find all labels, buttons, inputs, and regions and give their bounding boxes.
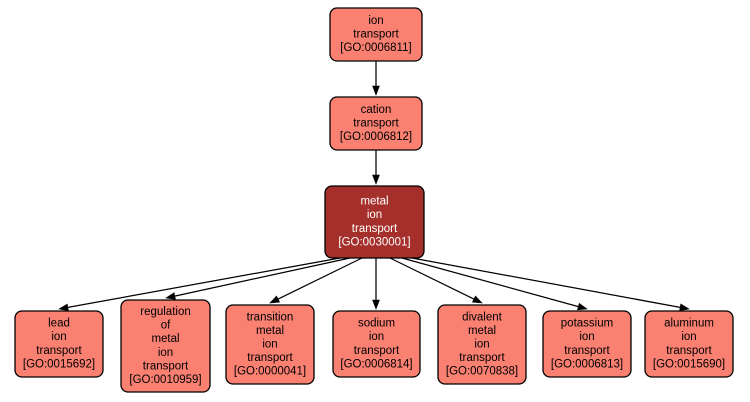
node-label-line: transport [143, 360, 189, 372]
edge-GO0030001-to-GO0006814 [372, 258, 380, 310]
arrowhead-icon [679, 303, 690, 312]
edge-layer [58, 61, 690, 312]
go-node-ion-transport[interactable]: ion transport[GO:0006811] [329, 7, 423, 62]
node-box[interactable] [329, 96, 423, 151]
node-label-line: divalent [462, 311, 502, 323]
node-label-line: ion [474, 339, 489, 351]
node-label-line: ion [681, 331, 696, 343]
node-go-id: [GO:0015692] [23, 358, 95, 370]
node-label-line: metal [151, 333, 179, 345]
arrowhead-icon [372, 174, 380, 185]
node-label-line: regulation [140, 306, 191, 318]
arrowhead-icon [577, 302, 588, 311]
node-label-line: ion [579, 331, 594, 343]
node-label-line: transport [353, 118, 399, 130]
node-go-id: [GO:0010959] [129, 374, 201, 386]
node-label-line: transport [354, 345, 400, 357]
node-label-line: ion [369, 331, 384, 343]
node-label-line: transport [36, 345, 82, 357]
node-label-line: lead [48, 318, 70, 330]
node-label-line: transition [247, 311, 294, 323]
edge-GO0030001-to-GO0070838 [389, 257, 483, 304]
node-label-line: metal [468, 325, 496, 337]
node-go-id: [GO:0030001] [338, 236, 410, 248]
edge-GO0030001-to-GO0006813 [401, 257, 588, 311]
node-label-line: transport [247, 352, 293, 364]
node-label-line: aluminum [664, 318, 714, 330]
edge-GO0030001-to-GO0000041 [269, 257, 363, 304]
node-go-id: [GO:0006811] [340, 42, 411, 54]
node-label-line: cation [361, 104, 392, 116]
node-label-line: ion [51, 331, 66, 343]
node-label-line: ion [262, 339, 277, 351]
arrowhead-icon [269, 295, 281, 304]
node-label-line: sodium [358, 318, 395, 330]
node-label-line: transport [564, 345, 610, 357]
node-go-id: [GO:0006812] [340, 131, 412, 143]
arrowhead-icon [372, 299, 380, 310]
node-box[interactable] [644, 310, 734, 378]
edge-line [277, 257, 363, 300]
node-label-line: transport [459, 352, 505, 364]
edge-GO0006812-to-GO0030001 [372, 150, 380, 185]
node-go-id: [GO:0006813] [551, 358, 623, 370]
node-label-line: ion [367, 209, 382, 221]
arrowhead-icon [58, 303, 69, 312]
edge-GO0030001-to-GO0010959 [165, 257, 351, 300]
arrowhead-icon [165, 292, 176, 300]
edge-GO0030001-to-GO0015690 [411, 257, 690, 312]
node-label-line: transport [352, 223, 398, 235]
edge-GO0006811-to-GO0006812 [372, 61, 380, 96]
edge-line [401, 257, 579, 308]
node-box[interactable] [324, 185, 425, 259]
node-layer: iontransport[GO:0006811]cationtransport[… [14, 7, 734, 393]
node-box[interactable] [332, 310, 421, 378]
edge-GO0030001-to-GO0015692 [58, 257, 341, 312]
arrowhead-icon [471, 295, 483, 304]
node-label-line: transport [666, 345, 712, 357]
node-box[interactable] [437, 304, 527, 385]
node-box[interactable] [542, 310, 632, 378]
edge-line [389, 257, 475, 300]
node-box[interactable] [225, 304, 315, 385]
node-label-line: transport [353, 29, 399, 41]
edge-line [67, 257, 341, 309]
node-go-id: [GO:0015690] [653, 358, 725, 370]
edge-line [411, 257, 681, 308]
node-box[interactable] [14, 310, 104, 378]
arrowhead-icon [372, 85, 380, 96]
go-node-cation-transport[interactable]: cation transport[GO:0006812] [329, 96, 423, 151]
edge-line [174, 257, 351, 297]
node-box[interactable] [120, 299, 211, 393]
node-label-line: metal [360, 196, 388, 208]
node-go-id: [GO:0000041] [234, 366, 306, 378]
node-label-line: of [161, 320, 171, 332]
node-label-line: ion [368, 15, 383, 27]
node-box[interactable] [329, 7, 423, 62]
node-go-id: [GO:0070838] [446, 366, 518, 378]
node-label-line: ion [158, 347, 173, 359]
node-label-line: potassium [561, 318, 613, 330]
node-label-line: metal [256, 325, 284, 337]
node-go-id: [GO:0006814] [340, 358, 412, 370]
